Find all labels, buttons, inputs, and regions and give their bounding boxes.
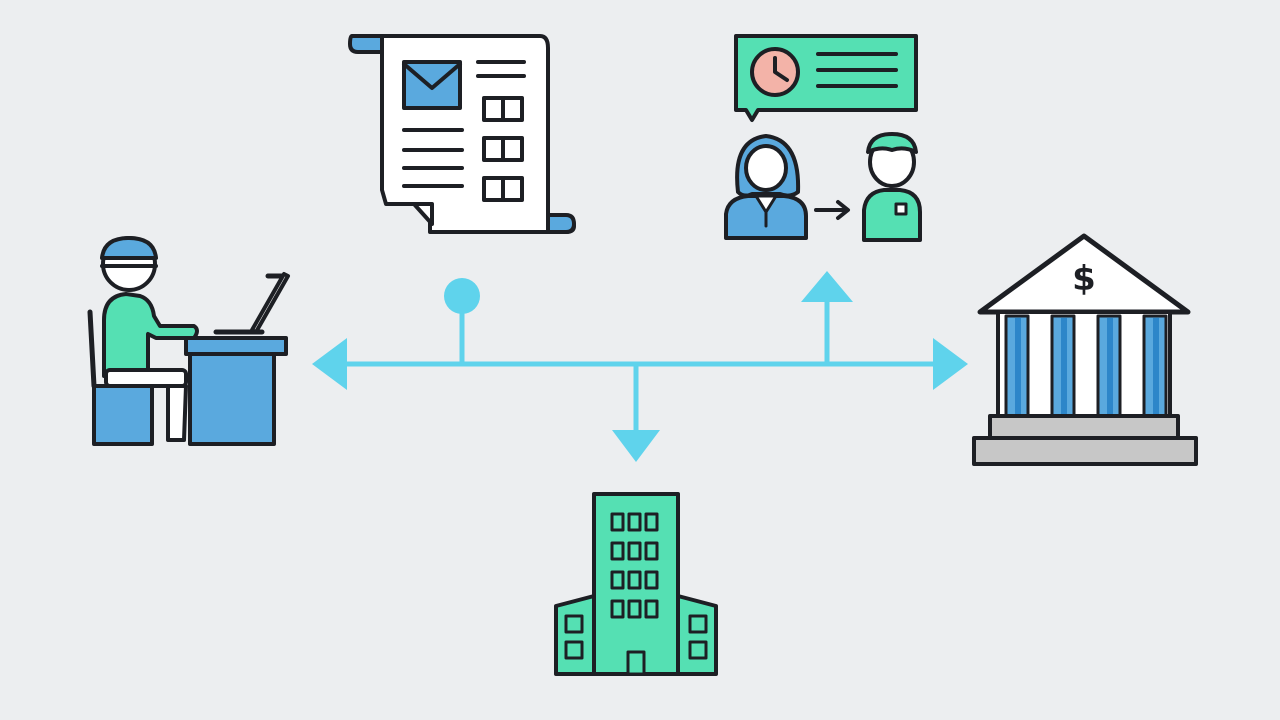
arrowhead-up [801,271,853,302]
building-window [610,541,625,561]
building-window [644,541,659,561]
building-window [610,599,625,619]
building-window [627,541,642,561]
man-avatar-icon [862,132,922,242]
arrowhead-left [312,338,347,390]
connector-lines [312,271,968,462]
building-window [644,599,659,619]
invoice-document-icon [348,34,576,234]
arrowhead-down [612,430,660,462]
building-window [610,570,625,590]
woman-avatar-icon [724,134,808,240]
person-at-laptop-icon [87,236,290,446]
dollar-sign-symbol: $ [1072,259,1096,299]
bank-icon: $ [972,233,1198,466]
building-window [644,512,659,532]
building-window [627,512,642,532]
building-window [627,570,642,590]
building-window [627,599,642,619]
building-window [610,512,625,532]
office-building-icon [554,492,718,676]
arrowhead-right [933,338,968,390]
pin-node [444,278,480,314]
building-window [644,570,659,590]
scheduled-meeting-icon [724,34,922,242]
